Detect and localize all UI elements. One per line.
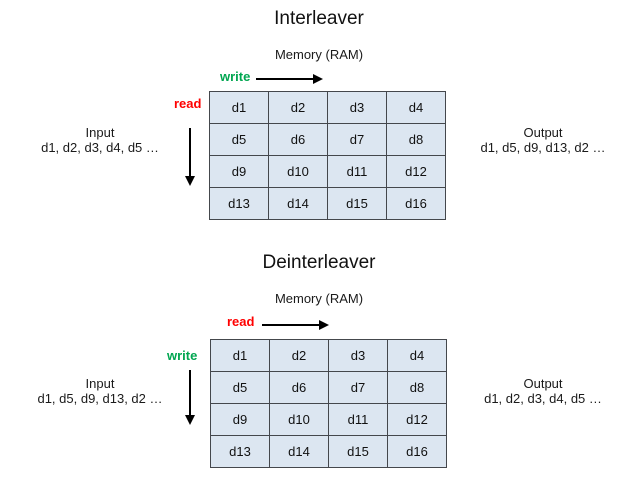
table-row: d1 d2 d3 d4 xyxy=(209,91,446,124)
deinterleaver-output-block: Output d1, d2, d3, d4, d5 … xyxy=(448,376,638,406)
memory-cell: d1 xyxy=(209,91,269,124)
deinterleaver-memory-label: Memory (RAM) xyxy=(274,291,364,306)
table-row: d9 d10 d11 d12 xyxy=(210,403,447,436)
memory-cell: d13 xyxy=(210,435,270,468)
memory-cell: d1 xyxy=(210,339,270,372)
memory-cell: d5 xyxy=(209,123,269,156)
memory-cell: d16 xyxy=(387,435,447,468)
table-row: d5 d6 d7 d8 xyxy=(210,371,447,404)
interleaver-write-arrow xyxy=(256,74,323,85)
arrow-shaft xyxy=(262,324,320,326)
interleaver-output-sequence: d1, d5, d9, d13, d2 … xyxy=(480,140,606,155)
memory-cell: d6 xyxy=(268,123,328,156)
memory-cell: d7 xyxy=(328,371,388,404)
memory-cell: d8 xyxy=(386,123,446,156)
memory-cell: d7 xyxy=(327,123,387,156)
memory-cell: d4 xyxy=(387,339,447,372)
deinterleaver-read-label: read xyxy=(227,314,255,329)
interleaver-input-title: Input xyxy=(85,125,115,140)
memory-cell: d9 xyxy=(210,403,270,436)
arrow-head xyxy=(185,176,195,186)
memory-cell: d3 xyxy=(328,339,388,372)
interleaver-read-arrow xyxy=(185,128,196,186)
deinterleaver-input-title: Input xyxy=(85,376,115,391)
memory-cell: d8 xyxy=(387,371,447,404)
deinterleaver-title: Deinterleaver xyxy=(262,252,376,273)
interleaver-write-label: write xyxy=(220,69,251,84)
interleaver-read-label: read xyxy=(174,96,202,111)
memory-cell: d6 xyxy=(269,371,329,404)
memory-cell: d3 xyxy=(327,91,387,124)
interleaver-memory-grid: d1 d2 d3 d4 d5 d6 d7 d8 d9 d10 d11 d12 d… xyxy=(209,91,446,220)
memory-cell: d15 xyxy=(328,435,388,468)
arrow-shaft xyxy=(256,78,314,80)
memory-cell: d16 xyxy=(386,187,446,220)
deinterleaver-input-sequence: d1, d5, d9, d13, d2 … xyxy=(37,391,163,406)
memory-cell: d14 xyxy=(268,187,328,220)
deinterleaver-section: Deinterleaver Memory (RAM) read write d1… xyxy=(0,244,638,504)
table-row: d5 d6 d7 d8 xyxy=(209,123,446,156)
table-row: d1 d2 d3 d4 xyxy=(210,339,447,372)
arrow-head xyxy=(319,320,329,330)
interleaver-output-block: Output d1, d5, d9, d13, d2 … xyxy=(448,125,638,155)
memory-cell: d15 xyxy=(327,187,387,220)
table-row: d13 d14 d15 d16 xyxy=(209,187,446,220)
memory-cell: d10 xyxy=(268,155,328,188)
memory-cell: d4 xyxy=(386,91,446,124)
arrow-head xyxy=(185,415,195,425)
interleaver-output-title: Output xyxy=(523,125,563,140)
arrow-head xyxy=(313,74,323,84)
memory-cell: d9 xyxy=(209,155,269,188)
deinterleaver-write-label: write xyxy=(167,348,198,363)
table-row: d9 d10 d11 d12 xyxy=(209,155,446,188)
memory-cell: d12 xyxy=(387,403,447,436)
memory-cell: d5 xyxy=(210,371,270,404)
interleaver-section: Interleaver Memory (RAM) write read d1 d… xyxy=(0,0,638,244)
arrow-shaft xyxy=(189,370,191,416)
memory-cell: d11 xyxy=(328,403,388,436)
memory-cell: d10 xyxy=(269,403,329,436)
memory-cell: d11 xyxy=(327,155,387,188)
interleaver-title: Interleaver xyxy=(274,8,364,29)
deinterleaver-input-block: Input d1, d5, d9, d13, d2 … xyxy=(0,376,200,406)
table-row: d13 d14 d15 d16 xyxy=(210,435,447,468)
arrow-shaft xyxy=(189,128,191,177)
interleaver-memory-label: Memory (RAM) xyxy=(274,47,364,62)
memory-cell: d2 xyxy=(268,91,328,124)
deinterleaver-output-title: Output xyxy=(523,376,563,391)
memory-cell: d14 xyxy=(269,435,329,468)
interleaver-input-block: Input d1, d2, d3, d4, d5 … xyxy=(0,125,200,155)
memory-cell: d2 xyxy=(269,339,329,372)
deinterleaver-output-sequence: d1, d2, d3, d4, d5 … xyxy=(484,391,602,406)
memory-cell: d12 xyxy=(386,155,446,188)
deinterleaver-memory-grid: d1 d2 d3 d4 d5 d6 d7 d8 d9 d10 d11 d12 d… xyxy=(210,339,447,468)
memory-cell: d13 xyxy=(209,187,269,220)
deinterleaver-write-arrow xyxy=(185,370,196,425)
deinterleaver-read-arrow xyxy=(262,320,329,331)
interleaver-input-sequence: d1, d2, d3, d4, d5 … xyxy=(41,140,159,155)
